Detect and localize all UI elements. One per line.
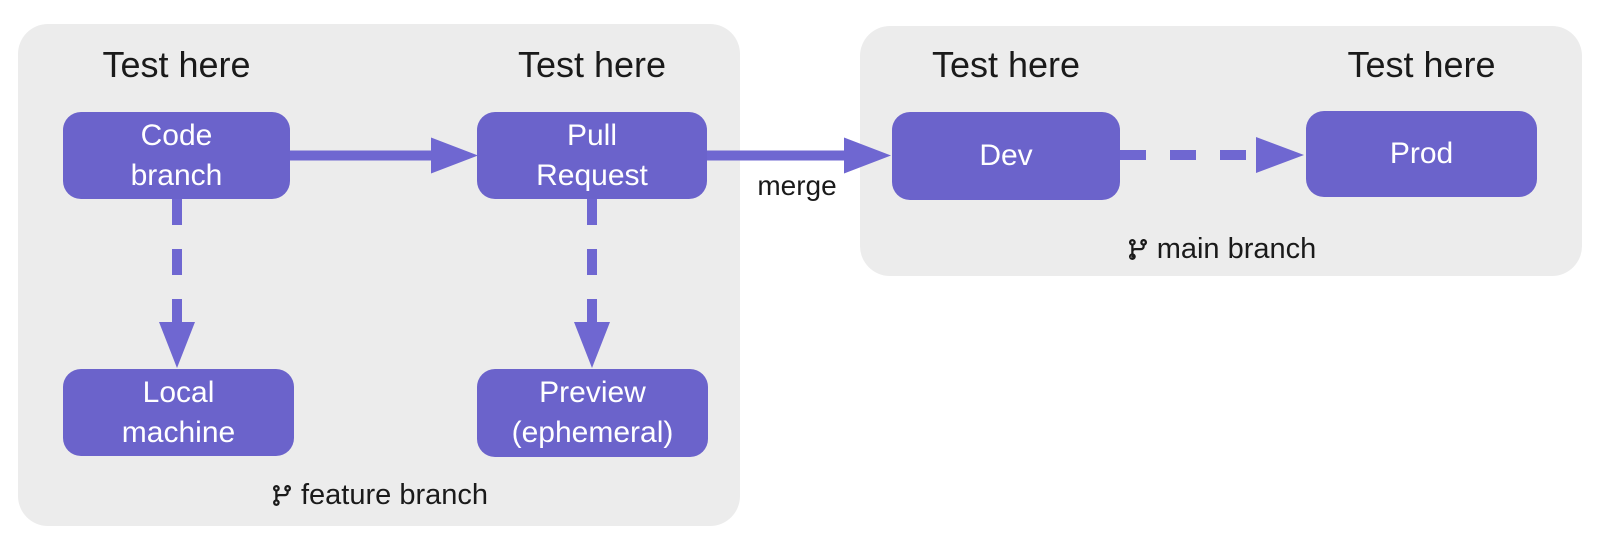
node-dev: Dev — [892, 112, 1120, 200]
test-here-label-code-branch: Test here — [102, 44, 251, 85]
node-pull-request: Pull Request — [477, 112, 707, 199]
branch-label-text: feature branch — [300, 479, 488, 511]
git-branch-icon — [1128, 238, 1147, 260]
arrow-dev-to-prod-dashed — [1120, 137, 1304, 173]
branch-label-text: main branch — [1156, 233, 1317, 265]
arrow-code-branch-to-local-machine-dashed — [159, 199, 195, 368]
node-label: Code branch — [130, 118, 223, 192]
node-preview-ephemeral: Preview (ephemeral) — [477, 369, 708, 457]
arrow-pull-request-to-preview-dashed — [574, 199, 610, 368]
git-branch-icon — [272, 484, 291, 506]
test-here-label-prod: Test here — [1347, 44, 1496, 85]
node-label: Dev — [979, 139, 1033, 172]
node-label: Pull Request — [536, 118, 648, 192]
merge-edge-label: merge — [757, 170, 837, 201]
node-code-branch: Code branch — [63, 112, 290, 199]
arrow-pull-request-to-dev — [707, 137, 891, 174]
arrow-code-branch-to-pull-request — [290, 137, 478, 174]
test-here-label-pull-request: Test here — [517, 44, 667, 85]
main-branch-label: main branch — [860, 231, 1582, 267]
node-label: Prod — [1389, 137, 1454, 170]
feature-branch-label: feature branch — [18, 477, 740, 513]
node-label: Local machine — [121, 375, 236, 449]
test-here-label-dev: Test here — [931, 44, 1081, 85]
node-local-machine: Local machine — [63, 369, 294, 456]
node-prod: Prod — [1306, 111, 1537, 197]
node-label: Preview (ephemeral) — [511, 376, 674, 449]
